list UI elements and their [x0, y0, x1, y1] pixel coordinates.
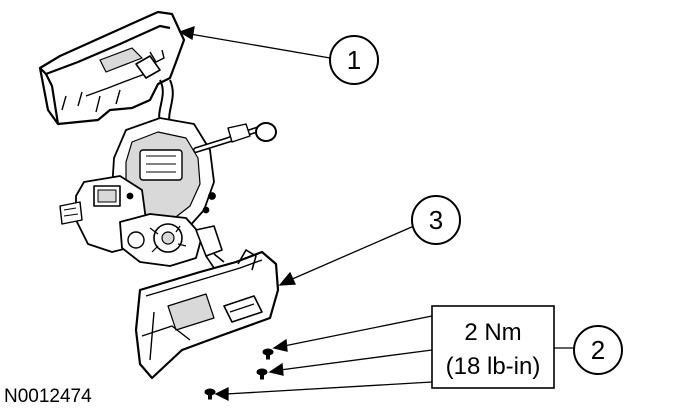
torque-spec-box: 2 Nm (18 lb-in) [431, 305, 555, 389]
callout-3-label: 3 [429, 205, 443, 235]
torque-value-nm: 2 Nm [464, 319, 521, 346]
upper-shroud [38, 10, 186, 126]
screw [262, 348, 274, 360]
screw [204, 388, 216, 400]
screw [256, 368, 268, 380]
callout-2: 2 [573, 325, 623, 375]
callout-3: 3 [411, 195, 461, 245]
torque-value-lbin: (18 lb-in) [446, 353, 541, 380]
shroud-screws [204, 348, 274, 400]
steering-column-assembly [59, 79, 277, 269]
callout-2-label: 2 [591, 335, 605, 365]
callout-1-label: 1 [347, 45, 361, 75]
lower-shroud [134, 249, 280, 380]
figure-id: N0012474 [4, 386, 92, 407]
callout-1: 1 [329, 35, 379, 85]
leader-lines [178, 26, 574, 402]
